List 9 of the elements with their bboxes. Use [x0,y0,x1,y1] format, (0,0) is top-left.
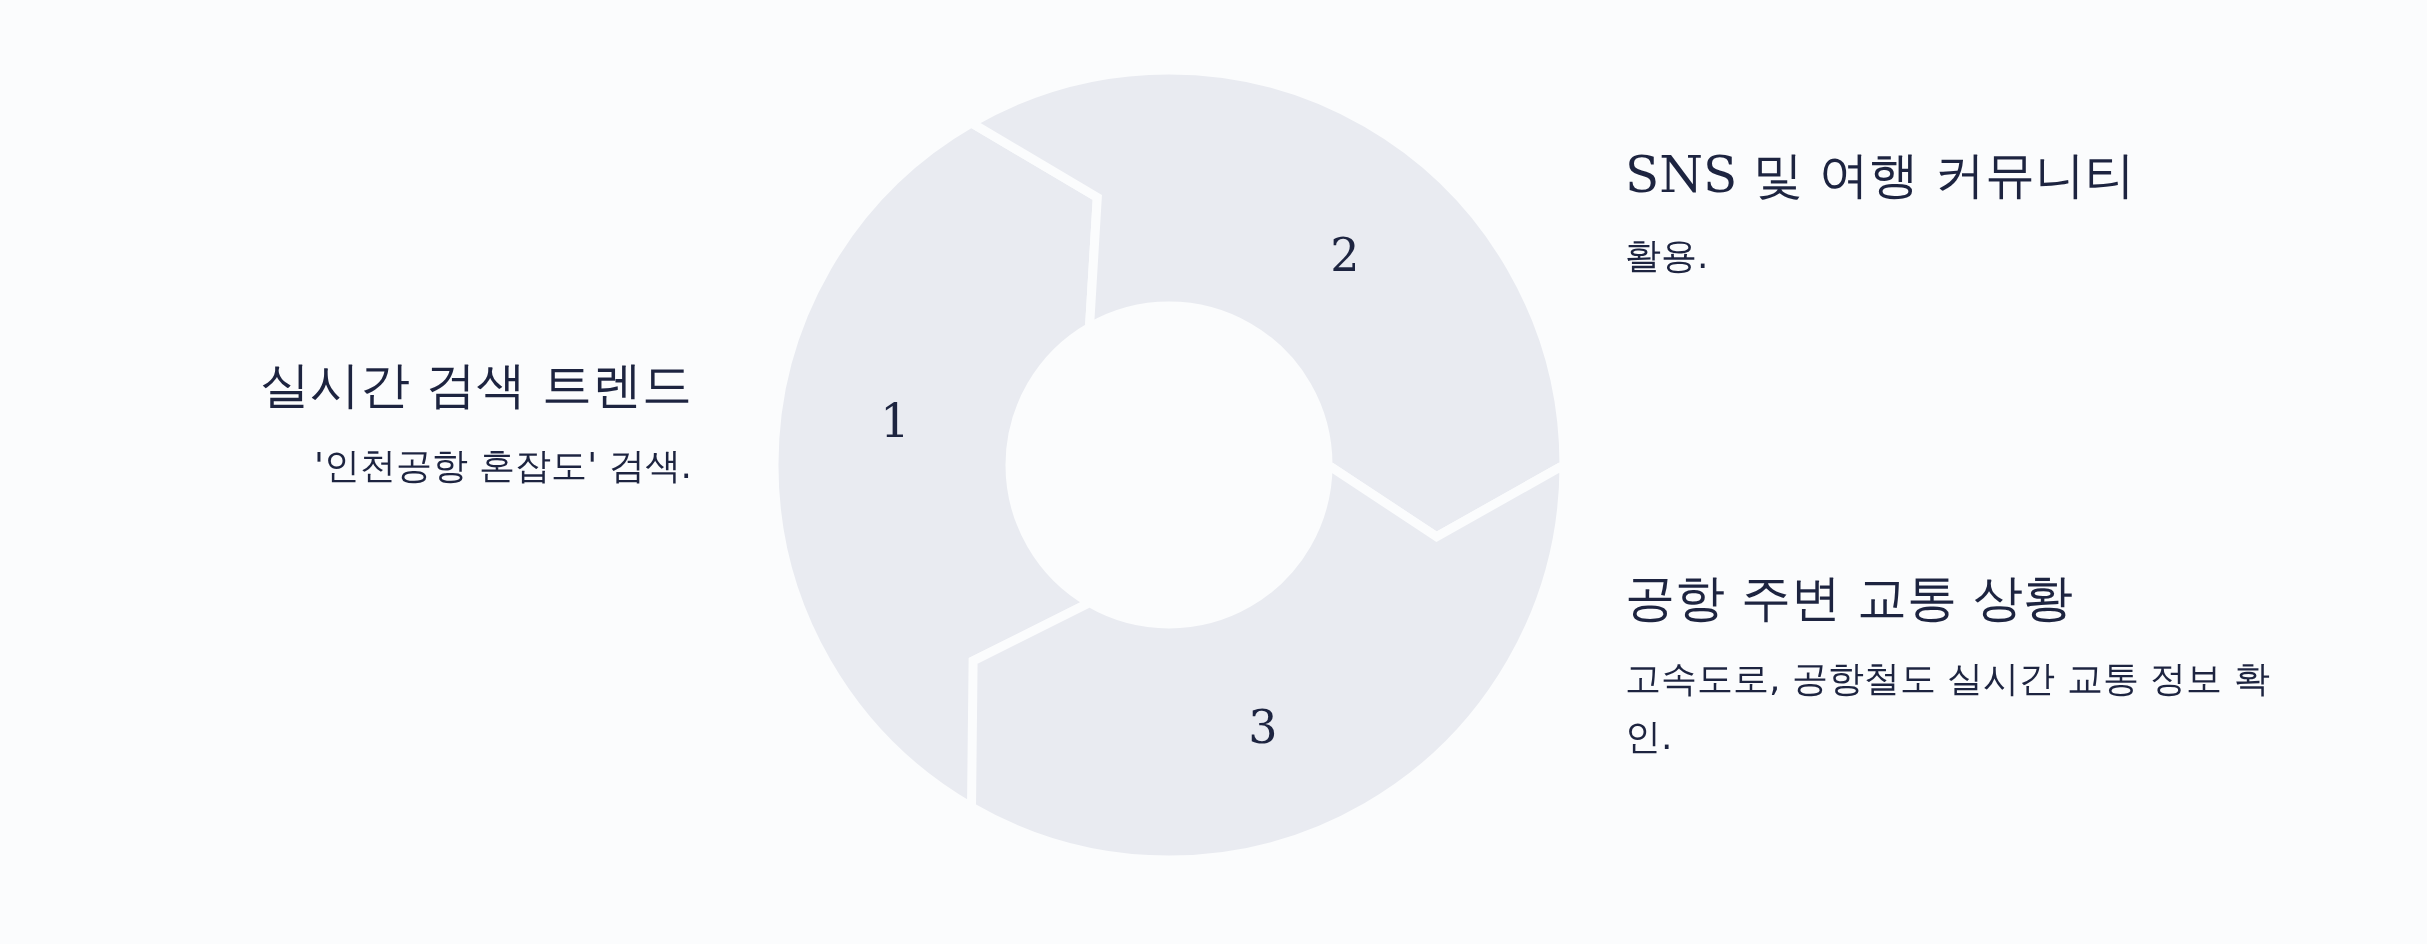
step-description: 활용. [1625,234,1710,278]
step-number: 2 [1330,232,1360,278]
step-description: 고속도로, 공항철도 실시간 교통 정보 확인. [1625,657,2271,759]
step-title: 공항 주변 교통 상황 [1625,568,2074,628]
step-title: SNS 및 여행 커뮤니티 [1625,145,2136,205]
step-description: '인천공항 혼잡도' 검색. [312,444,692,488]
step-number: 1 [880,398,910,444]
step-title: 실시간 검색 트렌드 [259,355,692,415]
step-number: 3 [1248,704,1278,750]
